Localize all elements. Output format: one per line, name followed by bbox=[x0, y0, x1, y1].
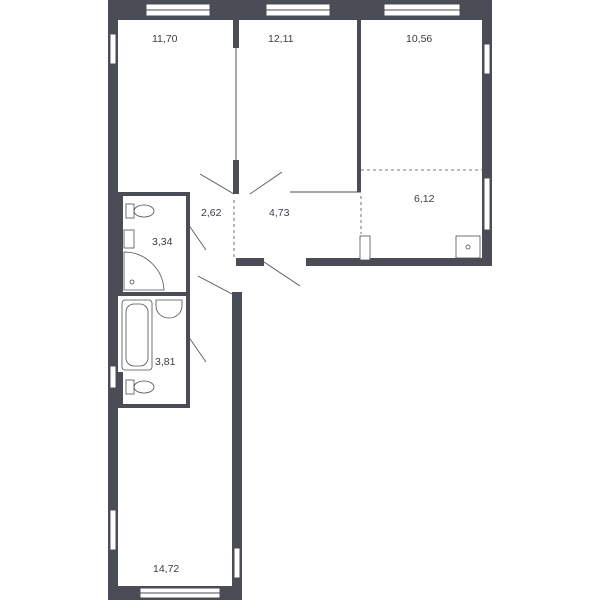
toilet-lower-icon bbox=[125, 379, 135, 395]
wall-right bbox=[482, 0, 492, 266]
wall-divider-1 bbox=[233, 20, 239, 48]
door-bath-lower bbox=[187, 335, 207, 363]
wall-divider-1b bbox=[233, 160, 239, 194]
wall-kitchen-bottom bbox=[306, 258, 492, 266]
wall-bath-upper-top bbox=[118, 192, 190, 196]
window-bottom-room-right bbox=[233, 547, 241, 579]
door-top-left bbox=[199, 173, 235, 195]
wall-bath-divider bbox=[118, 292, 190, 296]
area-bathroom-lower: 3,81 bbox=[155, 356, 176, 368]
door-corridor bbox=[187, 223, 207, 251]
sink-lower-icon bbox=[155, 299, 183, 319]
doors bbox=[187, 171, 301, 363]
fixtures bbox=[121, 203, 481, 395]
wall-bath-upper-right bbox=[186, 192, 190, 296]
area-kitchen: 6,12 bbox=[414, 193, 435, 205]
wall-bath-lower-bottom bbox=[118, 404, 190, 408]
shower-icon bbox=[123, 251, 165, 291]
wall-divider-2 bbox=[357, 20, 361, 192]
window-left-bathroom bbox=[109, 365, 117, 389]
area-room-top-right: 10,56 bbox=[406, 33, 432, 45]
area-labels: 11,70 12,11 10,56 6,12 2,62 4,73 3,34 3,… bbox=[152, 33, 435, 575]
door-entrance bbox=[263, 261, 301, 287]
door-bath-upper bbox=[197, 275, 233, 295]
window-left-top bbox=[109, 33, 117, 65]
window-right-bottom bbox=[483, 177, 491, 231]
window-right-top bbox=[483, 43, 491, 75]
wall-bath-lower-right bbox=[186, 292, 190, 408]
wall-hall-stub bbox=[236, 258, 264, 266]
kitchen-column bbox=[359, 235, 371, 261]
wall-left bbox=[108, 0, 118, 600]
door-top-middle bbox=[249, 171, 283, 195]
area-room-top-left: 11,70 bbox=[152, 33, 178, 45]
area-corridor-left: 2,62 bbox=[201, 207, 222, 219]
window-left-bottom bbox=[109, 509, 117, 551]
wall-bath-lower-inner bbox=[118, 372, 123, 404]
interior-walls bbox=[118, 20, 482, 408]
wall-bath-upper-inner bbox=[118, 196, 123, 292]
area-room-bottom: 14,72 bbox=[153, 563, 179, 575]
wall-bottom-room-right bbox=[232, 292, 242, 600]
windows bbox=[109, 3, 491, 599]
area-hall: 4,73 bbox=[269, 207, 290, 219]
area-bathroom-upper: 3,34 bbox=[152, 236, 173, 248]
toilet-upper-icon bbox=[125, 203, 135, 219]
area-room-top-middle: 12,11 bbox=[268, 33, 294, 45]
sink-upper-icon bbox=[123, 229, 135, 249]
